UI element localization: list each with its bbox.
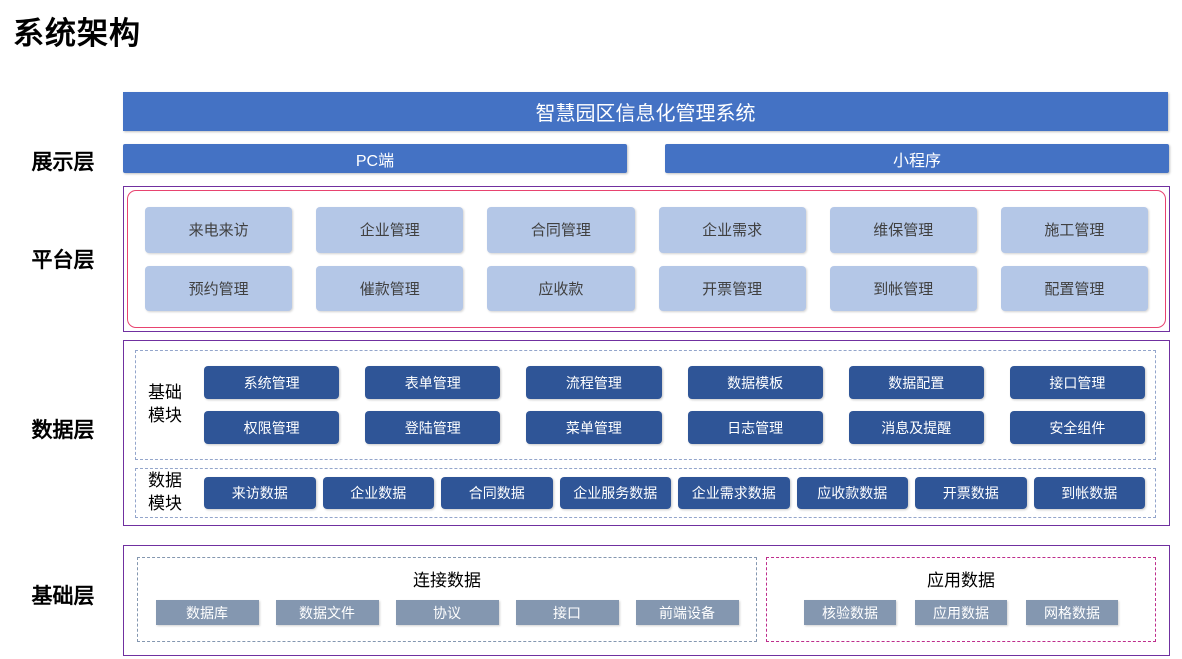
basic-module-item: 消息及提醒: [848, 411, 984, 444]
presentation-item-miniprogram: 小程序: [665, 144, 1169, 173]
platform-module: 预约管理: [145, 265, 293, 311]
basic-module-group: 基础模块 系统管理 表单管理 流程管理 数据模板 数据配置 接口管理 权限管理 …: [135, 350, 1156, 460]
platform-module: 来电来访: [145, 207, 293, 253]
basic-module-item: 安全组件: [1009, 411, 1145, 444]
data-module-group: 数据模块 来访数据 企业数据 合同数据 企业服务数据 企业需求数据 应收款数据 …: [135, 468, 1156, 518]
application-data-item: 核验数据: [804, 600, 896, 625]
data-module-item: 合同数据: [441, 477, 553, 509]
connection-data-row: 数据库 数据文件 协议 接口 前端设备: [155, 600, 739, 625]
application-data-row: 核验数据 应用数据 网格数据: [804, 600, 1118, 625]
connection-data-item: 协议: [395, 600, 499, 625]
platform-module: 维保管理: [829, 207, 977, 253]
basic-module-item: 系统管理: [204, 366, 340, 399]
layer-label-platform: 平台层: [31, 249, 95, 272]
basic-module-item: 权限管理: [204, 411, 340, 444]
platform-layer-inner-frame: 来电来访 企业管理 合同管理 企业需求 维保管理 施工管理 预约管理 催款管理 …: [127, 190, 1166, 328]
application-data-item: 应用数据: [915, 600, 1007, 625]
connection-data-item: 数据文件: [275, 600, 379, 625]
basic-module-item: 流程管理: [526, 366, 662, 399]
platform-module: 合同管理: [487, 207, 635, 253]
basic-module-item: 数据配置: [848, 366, 984, 399]
presentation-item-pc: PC端: [123, 144, 627, 173]
data-module-item: 应收款数据: [796, 477, 908, 509]
data-layer-container: 基础模块 系统管理 表单管理 流程管理 数据模板 数据配置 接口管理 权限管理 …: [123, 340, 1170, 526]
system-banner: 智慧园区信息化管理系统: [123, 92, 1168, 131]
data-module-item: 企业服务数据: [559, 477, 671, 509]
basic-module-item: 表单管理: [365, 366, 501, 399]
platform-module: 配置管理: [1000, 265, 1148, 311]
data-module-item: 开票数据: [915, 477, 1027, 509]
connection-data-item: 接口: [515, 600, 619, 625]
application-data-title: 应用数据: [927, 571, 995, 590]
data-module-item: 企业需求数据: [678, 477, 790, 509]
page-title: 系统架构: [13, 16, 141, 51]
data-module-item: 到帐数据: [1033, 477, 1145, 509]
connection-data-group: 连接数据 数据库 数据文件 协议 接口 前端设备: [137, 557, 757, 642]
basic-module-item: 日志管理: [687, 411, 823, 444]
data-module-label: 数据模块: [148, 471, 182, 513]
basic-module-grid: 系统管理 表单管理 流程管理 数据模板 数据配置 接口管理 权限管理 登陆管理 …: [204, 366, 1145, 444]
basic-module-item: 菜单管理: [526, 411, 662, 444]
platform-module: 到帐管理: [829, 265, 977, 311]
platform-module: 催款管理: [316, 265, 464, 311]
layer-label-base: 基础层: [31, 585, 95, 608]
platform-module: 开票管理: [658, 265, 806, 311]
base-layer-container: 连接数据 数据库 数据文件 协议 接口 前端设备 应用数据 核验数据 应用数据 …: [123, 545, 1170, 656]
application-data-item: 网格数据: [1026, 600, 1118, 625]
system-banner-label: 智慧园区信息化管理系统: [535, 103, 756, 125]
data-module-item: 企业数据: [322, 477, 434, 509]
basic-module-label: 基础模块: [148, 383, 182, 425]
platform-layer-container: 来电来访 企业管理 合同管理 企业需求 维保管理 施工管理 预约管理 催款管理 …: [123, 186, 1170, 332]
layer-label-presentation: 展示层: [31, 151, 95, 174]
data-module-item: 来访数据: [204, 477, 316, 509]
application-data-group: 应用数据 核验数据 应用数据 网格数据: [766, 557, 1156, 642]
platform-module: 施工管理: [1000, 207, 1148, 253]
basic-module-item: 登陆管理: [365, 411, 501, 444]
platform-module: 应收款: [487, 265, 635, 311]
platform-module: 企业需求: [658, 207, 806, 253]
connection-data-item: 前端设备: [635, 600, 739, 625]
layer-label-data: 数据层: [31, 419, 95, 442]
connection-data-title: 连接数据: [413, 571, 481, 590]
basic-module-item: 接口管理: [1009, 366, 1145, 399]
connection-data-item: 数据库: [155, 600, 259, 625]
basic-module-item: 数据模板: [687, 366, 823, 399]
data-module-grid: 来访数据 企业数据 合同数据 企业服务数据 企业需求数据 应收款数据 开票数据 …: [204, 477, 1145, 509]
platform-module: 企业管理: [316, 207, 464, 253]
